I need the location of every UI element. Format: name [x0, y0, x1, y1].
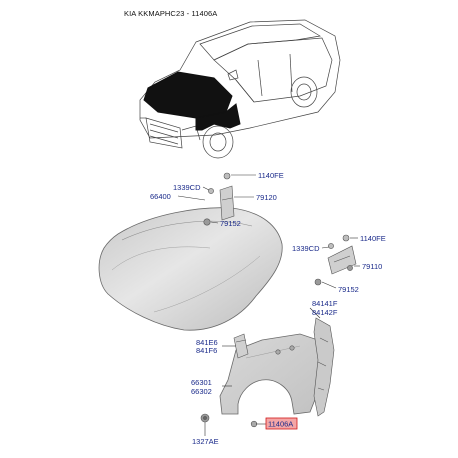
- callout-841e6: 841E6: [196, 338, 218, 347]
- vehicle-illustration: [139, 19, 341, 159]
- callout-66302: 66302: [191, 387, 212, 396]
- callout-79110: 79110: [362, 262, 382, 271]
- fender-highlight: [195, 103, 241, 131]
- callout-1339cd-right: 1339CD: [292, 244, 320, 253]
- callout-11406a-highlight: [265, 417, 298, 430]
- insulator-pad: [233, 333, 249, 359]
- diagram-title: KIA KKMAPHC23 - 11406A: [124, 9, 218, 18]
- callout-84141f: 84141F: [312, 299, 338, 308]
- hinge-left: [203, 172, 235, 226]
- callout-1140fe-top: 1140FE: [258, 171, 284, 180]
- hood-panel: [98, 207, 283, 331]
- hinge-right: [314, 234, 357, 286]
- callout-11406a[interactable]: 11406A: [268, 420, 293, 429]
- callout-79120: 79120: [256, 193, 277, 202]
- hood-highlight: [143, 71, 233, 119]
- callout-1327ae: 1327AE: [192, 437, 219, 446]
- callout-79152-top: 79152: [220, 219, 241, 228]
- callout-841f6: 841F6: [196, 346, 217, 355]
- callout-66301: 66301: [191, 378, 212, 387]
- callout-1140fe-right: 1140FE: [360, 234, 386, 243]
- leader-lines: [177, 174, 360, 436]
- callout-84142f: 84142F: [312, 308, 338, 317]
- callout-79152-right: 79152: [338, 285, 359, 294]
- fender-bolt: [200, 413, 258, 428]
- fender-seal: [313, 317, 335, 417]
- callout-1339cd-top: 1339CD: [173, 183, 201, 192]
- callout-66400: 66400: [150, 192, 171, 201]
